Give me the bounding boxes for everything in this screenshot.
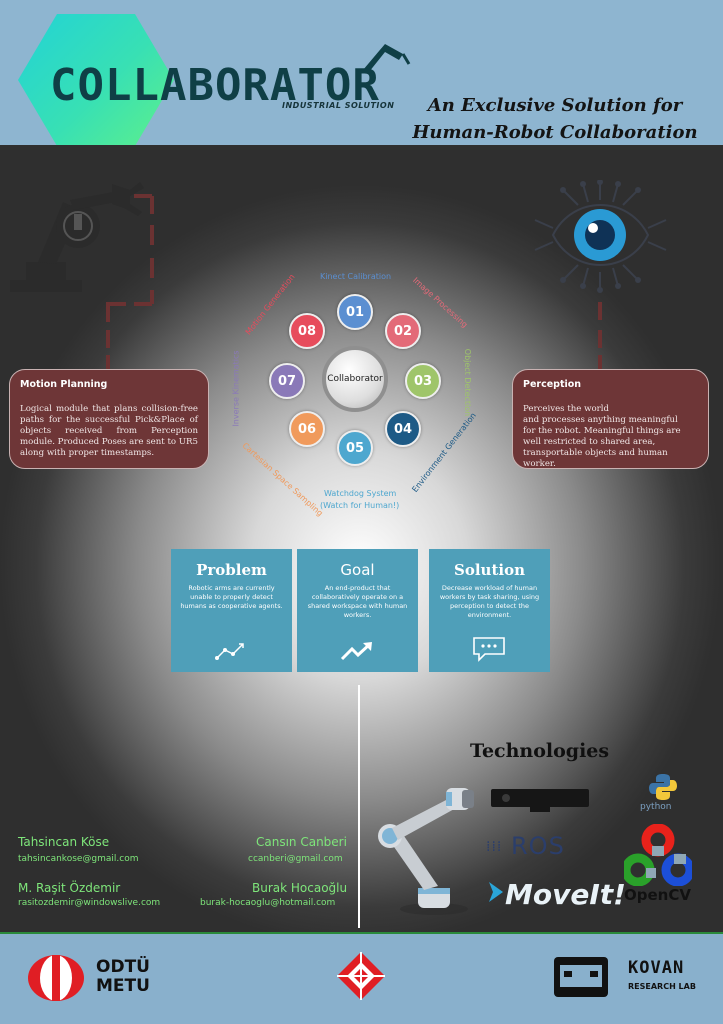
connector-dash	[150, 225, 154, 245]
perception-box: Perception Perceives the world and proce…	[512, 369, 709, 469]
module-number: 08	[297, 323, 317, 339]
motion-planning-body: Logical module that plans collision-free…	[20, 404, 198, 458]
collaborator-hub-label: Collaborator	[327, 374, 383, 384]
perception-line: transportable objects and human worker.	[523, 448, 668, 469]
team-member-name: Tahsincan Köse	[18, 835, 110, 849]
motion-planning-title: Motion Planning	[20, 379, 108, 390]
connector-dash	[598, 302, 602, 320]
team-member-name: M. Raşit Özdemir	[18, 881, 121, 895]
perception-line: well restricted to shared area,	[523, 437, 656, 447]
collaborator-hub: Collaborator	[322, 346, 388, 412]
module-number: 03	[413, 373, 433, 389]
module-circle-07: 07	[269, 363, 305, 399]
moveit-arrow-icon	[489, 882, 503, 902]
module-circle-04: 04	[385, 411, 421, 447]
module-number: 04	[393, 421, 413, 437]
ur5-robot-arm-icon	[378, 788, 474, 915]
module-circle-02: 02	[385, 313, 421, 349]
module-number: 07	[277, 373, 297, 389]
tagline: An Exclusive Solution for Human-Robot Co…	[410, 92, 700, 145]
logo-subtext: INDUSTRIAL SOLUTION	[282, 101, 395, 110]
perception-line: for the robot. Meaningful things are	[523, 426, 681, 436]
solution-card-text: Decrease workload of human workers by ta…	[439, 584, 540, 619]
kovan-text: KOVAN	[628, 958, 685, 978]
team-member-email: tahsincankose@gmail.com	[18, 854, 139, 864]
perception-title: Perception	[523, 379, 582, 390]
module-label-object-detection: Object Detection	[463, 348, 473, 417]
crane-icon	[363, 44, 411, 72]
goal-card-title: Goal	[340, 561, 375, 579]
module-circle-05: 05	[337, 430, 373, 466]
module-label-watchdog-system: Watchdog System	[324, 489, 397, 498]
kovan-logo-icon	[554, 957, 608, 997]
logo-text: COLLABORATOR	[50, 60, 380, 111]
opencv-label: OpenCV	[624, 886, 691, 904]
connector-dash	[106, 330, 110, 348]
connector-dash	[598, 330, 602, 348]
module-label-watchdog-sub: (Watch for Human!)	[320, 501, 400, 510]
team-member-email: burak-hocaoglu@hotmail.com	[200, 898, 336, 908]
module-label-inverse-kinematics: Inverse Kinematics	[231, 350, 241, 427]
problem-card: Problem Robotic arms are currently unabl…	[171, 549, 292, 672]
odtu-logo-icon	[28, 955, 84, 1001]
connector-dash	[106, 302, 126, 306]
moveit-label: MoveIt!	[505, 878, 626, 911]
connector-dash	[150, 196, 154, 214]
python-logo: python	[640, 774, 677, 812]
kovan-subtext: RESEARCH LAB	[628, 982, 696, 991]
problem-card-title: Problem	[196, 561, 267, 579]
team-member-email: ccanberi@gmail.com	[248, 854, 343, 864]
module-number: 05	[345, 440, 365, 456]
connector-dash	[150, 258, 154, 278]
goal-card-text: An end-product that collaboratively oper…	[307, 584, 408, 619]
problem-card-text: Robotic arms are currently unable to pro…	[180, 584, 283, 610]
module-number: 06	[297, 421, 317, 437]
odtu-line-1: ODTÜ	[96, 957, 150, 977]
perception-line: Perceives the world	[523, 404, 610, 414]
connector-dash	[134, 194, 152, 198]
kinect-sensor-icon	[491, 789, 589, 812]
python-icon	[649, 774, 677, 800]
ros-dots-icon: ⁞⁞⁞	[486, 839, 503, 855]
module-circle-08: 08	[289, 313, 325, 349]
header: COLLABORATOR INDUSTRIAL SOLUTION An Excl…	[0, 0, 723, 145]
team-member-name: Cansın Canberi	[256, 835, 347, 849]
eye-circuit-icon	[534, 180, 667, 293]
module-circle-06: 06	[289, 411, 325, 447]
python-label: python	[640, 802, 672, 812]
odtu-line-2: METU	[96, 976, 150, 996]
perception-line: and processes anything meaningful	[523, 415, 678, 425]
team-member-email: rasitozdemir@windowslive.com	[18, 898, 161, 908]
connector-dash	[134, 302, 152, 306]
divider-line	[358, 685, 360, 928]
chat-bubble-icon	[473, 637, 505, 662]
team-member-name: Burak Hocaoğlu	[252, 881, 348, 895]
module-number: 01	[345, 304, 365, 320]
perception-body: Perceives the world and processes anythi…	[523, 404, 698, 470]
module-circle-01: 01	[337, 294, 373, 330]
university-emblem-icon	[337, 952, 385, 1000]
tagline-line-2: Human-Robot Collaboration	[412, 122, 698, 143]
connector-dash	[150, 290, 154, 304]
odtu-text: ODTÜ METU	[96, 958, 150, 996]
connector-dash	[106, 355, 110, 369]
module-number: 02	[393, 323, 413, 339]
trend-up-icon	[340, 642, 372, 661]
ros-logo: ⁞⁞⁞ ROS	[486, 832, 565, 860]
goal-card: Goal An end-product that collaboratively…	[297, 549, 418, 672]
technologies-title: Technologies	[470, 740, 610, 762]
solution-card: Solution Decrease workload of human work…	[429, 549, 550, 672]
module-circle-03: 03	[405, 363, 441, 399]
motion-planning-box: Motion Planning Logical module that plan…	[9, 369, 209, 469]
opencv-icon	[624, 824, 692, 886]
connector-dash	[598, 355, 602, 369]
module-label-kinect-calibration: Kinect Calibration	[320, 272, 392, 281]
main-panel	[0, 145, 723, 932]
solution-card-title: Solution	[454, 561, 525, 579]
ros-label: ROS	[511, 832, 565, 860]
flow-icon	[215, 643, 244, 660]
robot-arm-icon	[10, 182, 144, 292]
connector-dash	[106, 304, 110, 322]
tagline-line-1: An Exclusive Solution for	[427, 95, 683, 116]
